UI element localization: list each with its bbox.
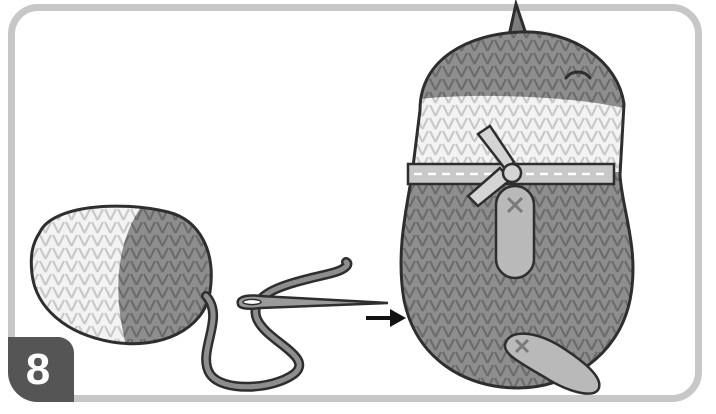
yarn-strand [206, 262, 347, 387]
sewing-needle-icon [238, 295, 388, 308]
yarn-ball-icon [20, 190, 230, 360]
arrow-right-icon [366, 309, 406, 327]
belly-patch [496, 186, 534, 278]
step-number-badge: 8 [8, 337, 74, 402]
